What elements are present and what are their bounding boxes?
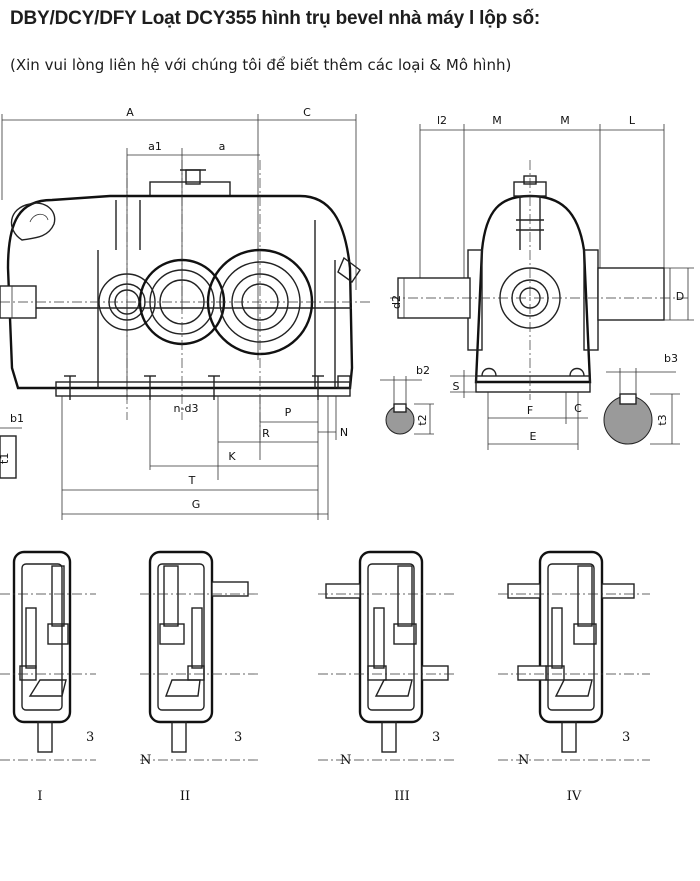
label-k: K bbox=[228, 450, 236, 463]
label-n: N bbox=[340, 426, 348, 439]
label-g: G bbox=[192, 498, 201, 511]
label-m-right: M bbox=[560, 114, 570, 127]
foot-bolts bbox=[64, 375, 324, 400]
label-l2: l2 bbox=[437, 114, 447, 127]
label-t: T bbox=[188, 474, 196, 487]
gearbox-technical-drawing: A C a1 a bbox=[0, 106, 694, 804]
housing-outline bbox=[6, 194, 354, 390]
config-iv-label: IV bbox=[567, 789, 582, 804]
config-iii-mark-right: 3 bbox=[432, 730, 440, 745]
config-i-mark-right: 3 bbox=[86, 730, 94, 745]
front-view: A C a1 a bbox=[0, 106, 372, 520]
label-p: P bbox=[285, 406, 292, 419]
config-iii-label: III bbox=[394, 789, 409, 804]
label-m-left: M bbox=[492, 114, 502, 127]
lifting-lug-right bbox=[337, 256, 361, 283]
config-iv-mark-right: 3 bbox=[622, 730, 630, 745]
label-f: F bbox=[527, 404, 533, 417]
config-ii-mark-right: 3 bbox=[234, 730, 242, 745]
config-iv: 3 N IV bbox=[498, 550, 650, 804]
page-title: DBY/DCY/DFY Loạt DCY355 hình trụ bevel n… bbox=[10, 8, 541, 29]
config-iii: 3 N III bbox=[318, 550, 456, 804]
label-t2: t2 bbox=[416, 414, 429, 425]
label-b3: b3 bbox=[664, 352, 678, 365]
config-ii-mark-left: N bbox=[140, 753, 151, 768]
page-subtitle: (Xin vui lòng liên hệ với chúng tôi để b… bbox=[10, 56, 512, 74]
shaft-d bbox=[597, 267, 665, 321]
config-iii-mark-left: N bbox=[340, 753, 351, 768]
shaft-section-small: b2 t2 bbox=[380, 364, 434, 435]
label-s: S bbox=[453, 380, 460, 393]
config-i: 3 I bbox=[0, 550, 96, 804]
lifting-lug-left bbox=[10, 202, 56, 241]
label-a1: a1 bbox=[148, 140, 162, 153]
label-t1: t1 bbox=[0, 453, 11, 464]
label-c: C bbox=[303, 106, 311, 119]
config-ii-label: II bbox=[180, 789, 190, 804]
label-b1: b1 bbox=[10, 412, 24, 425]
shaft-section-large: b3 t3 bbox=[603, 352, 680, 445]
label-d2: d2 bbox=[390, 295, 403, 309]
config-iv-mark-left: N bbox=[518, 753, 529, 768]
label-t3: t3 bbox=[656, 414, 669, 425]
label-e: E bbox=[530, 430, 537, 443]
label-c-side: C bbox=[574, 402, 582, 415]
label-b2: b2 bbox=[416, 364, 430, 377]
label-r: R bbox=[262, 427, 270, 440]
housing-base bbox=[55, 381, 351, 397]
label-a-total: A bbox=[126, 106, 134, 119]
label-l: L bbox=[629, 114, 636, 127]
config-i-label: I bbox=[37, 789, 42, 804]
label-n-d3: n-d3 bbox=[174, 402, 199, 415]
side-view: l2 M M L d2 D bbox=[390, 114, 694, 450]
drain-plug bbox=[337, 375, 351, 389]
label-d: D bbox=[676, 290, 684, 303]
config-ii: 3 N II bbox=[140, 550, 258, 804]
label-a-center: a bbox=[219, 140, 226, 153]
